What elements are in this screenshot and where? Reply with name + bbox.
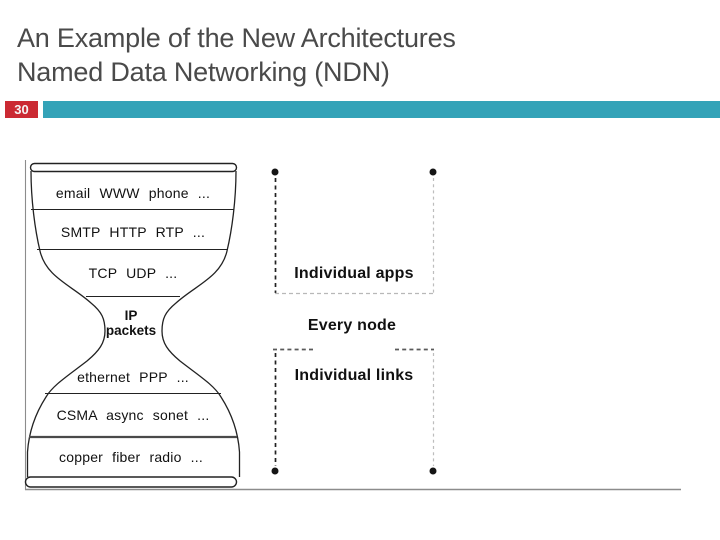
waist-label-line2: packets: [105, 323, 157, 338]
endpoint-dot-bottom-right: [429, 467, 437, 475]
annotation-individual-apps: Individual apps: [294, 265, 414, 282]
layer-label-link: ethernet PPP ...: [77, 369, 189, 385]
annotation-individual-links: Individual links: [294, 367, 414, 384]
endpoint-dot-bottom-left: [271, 467, 279, 475]
layer-label-mac: CSMA async sonet ...: [56, 407, 210, 423]
layer-label-middleware: SMTP HTTP RTP ...: [60, 224, 206, 240]
hourglass-top-rim: [29, 162, 238, 173]
layer-label-apps: email WWW phone ...: [55, 185, 211, 201]
hourglass-base-rim: [24, 476, 238, 488]
slide-title-line2: Named Data Networking (NDN): [17, 57, 390, 87]
hourglass-right-wall: [161, 170, 241, 477]
waist-label-ip-packets: IP packets: [55, 308, 207, 338]
page-number-badge: 30: [5, 101, 38, 118]
endpoint-dot-top-right: [429, 168, 437, 176]
slide-title-line1: An Example of the New Architectures: [17, 23, 456, 53]
endpoint-dot-top-left: [271, 168, 279, 176]
waist-label-line1: IP: [124, 308, 138, 323]
page-number: 30: [14, 102, 29, 117]
annotation-every-node: Every node: [307, 317, 397, 334]
slide-title: An Example of the New Architectures Name…: [17, 21, 456, 89]
layer-label-transport: TCP UDP ...: [88, 265, 178, 281]
accent-divider-bar: [43, 101, 720, 118]
layer-label-physical: copper fiber radio ...: [59, 449, 203, 465]
hourglass-left-wall: [26, 170, 106, 477]
